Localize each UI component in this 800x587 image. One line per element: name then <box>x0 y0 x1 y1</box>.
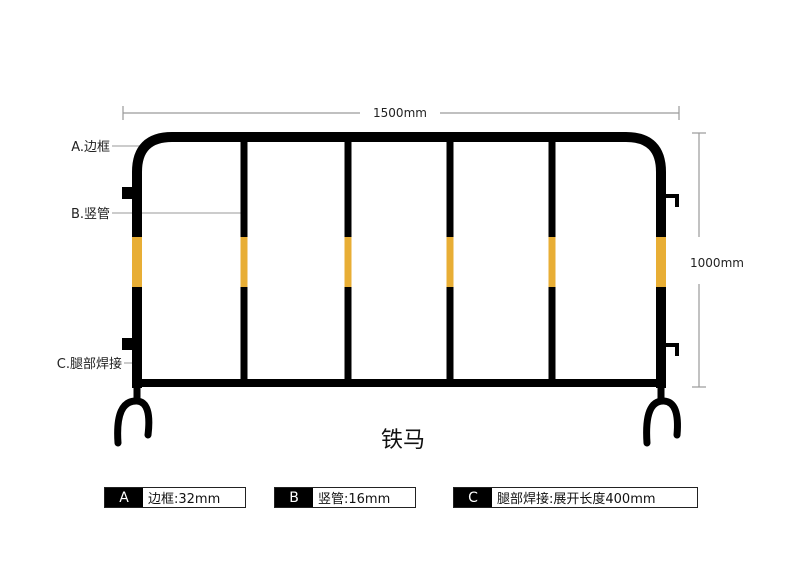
left-foot <box>114 386 153 447</box>
width-label: 1500mm <box>373 106 427 120</box>
height-dimension: 1000mm <box>690 132 744 388</box>
legend-key-a: A <box>105 488 143 507</box>
legend-item-c: C 腿部焊接:展开长度400mm <box>453 487 698 508</box>
legend-text-c: 腿部焊接:展开长度400mm <box>497 492 656 507</box>
right-foot <box>643 386 681 447</box>
legend-item-b: B 竖管:16mm <box>274 487 416 508</box>
callout-c-label: C.腿部焊接 <box>57 356 122 372</box>
frame <box>132 132 666 388</box>
vertical-tubes <box>240 137 556 383</box>
legend-text-a: 边框:32mm <box>148 492 221 507</box>
callout-b-label: B.竖管 <box>71 207 110 222</box>
reflective-bands <box>132 237 666 287</box>
legend-key-b: B <box>275 488 313 507</box>
legend-key-c: C <box>454 488 492 507</box>
callout-a-label: A.边框 <box>71 140 110 155</box>
legend-text-b: 竖管:16mm <box>318 492 391 507</box>
diagram-title: 铁马 <box>381 428 425 453</box>
legend-item-a: A 边框:32mm <box>104 487 246 508</box>
height-label: 1000mm <box>690 256 744 270</box>
width-dimension: 1500mm <box>122 106 680 120</box>
left-connector-top <box>122 187 134 199</box>
right-hook-top <box>664 194 679 207</box>
right-hook-bottom <box>664 343 679 356</box>
left-connector-bottom <box>122 338 134 350</box>
